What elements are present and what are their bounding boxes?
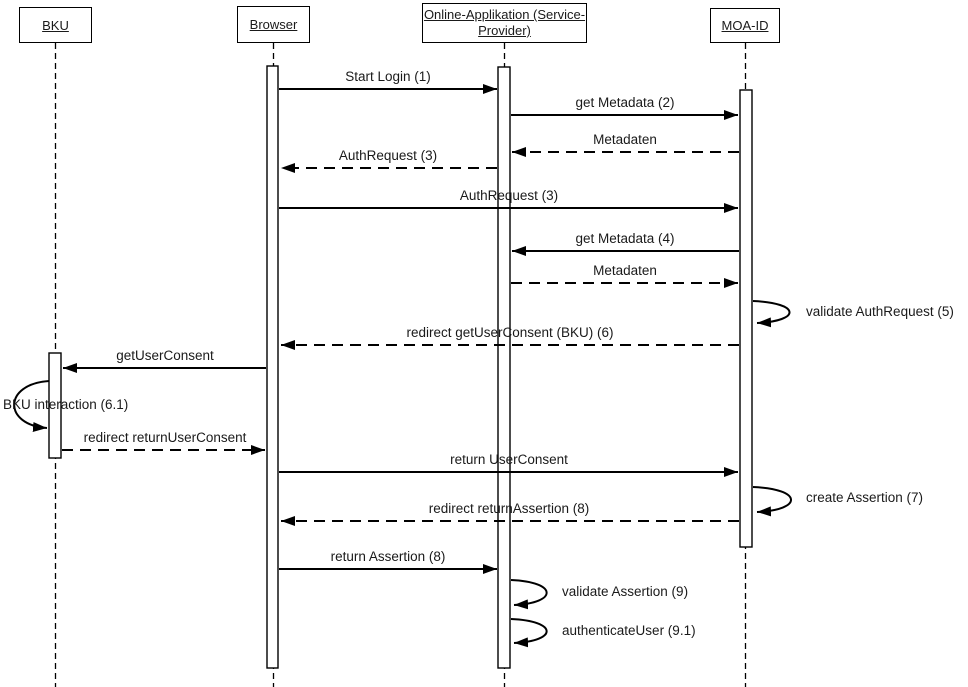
actor-box-moa-id: MOA-ID [710,8,780,43]
actor-box-online-applikation: Online-Applikation (Service- Provider) [422,3,587,43]
activation-bar-moa-id [739,89,753,548]
message-label-validate-authrequest: validate AuthRequest (5) [806,304,954,319]
message-label-get-metadata-4: get Metadata (4) [575,231,675,246]
actor-box-browser: Browser [237,6,310,43]
self-arrow-authenticateuser [510,618,548,648]
message-label-authenticateuser: authenticateUser (9.1) [562,623,696,638]
message-label-redirect-returnuserconsent: redirect returnUserConsent [83,430,247,445]
message-label-bku-interaction: BKU interaction (6.1) [3,397,129,412]
message-label-authrequest-dashed: AuthRequest (3) [338,148,438,163]
message-label-metadaten-2: Metadaten [593,263,657,278]
message-label-redirect-returnassertion: redirect returnAssertion (8) [428,501,590,516]
activation-bar-browser [266,65,279,669]
activation-bar-bku [48,352,62,459]
actor-label-browser: Browser [249,17,298,32]
actor-label-line-2: Provider) [478,23,531,38]
message-label-validate-assertion: validate Assertion (9) [562,584,689,599]
message-label-get-metadata-2: get Metadata (2) [575,95,675,110]
self-arrow-validate-assertion [510,579,548,610]
actor-label-bku: BKU [42,17,69,33]
message-label-return-userconsent: return UserConsent [450,452,568,467]
actor-label-line-1: Online-Applikation (Service- [423,7,586,22]
activation-bar-online-applikation [497,66,511,669]
message-label-create-assertion: create Assertion (7) [806,490,924,505]
actor-label-moa-id: MOA-ID [721,18,769,33]
message-label-redirect-getuserconsent: redirect getUserConsent (BKU) (6) [406,325,614,340]
self-arrow-validate-authrequest [752,300,791,328]
self-arrow-bku-interaction [13,380,50,433]
message-label-start-login: Start Login (1) [345,69,431,84]
message-label-getuserconsent: getUserConsent [116,348,214,363]
actor-box-bku: BKU [19,7,92,43]
actor-label-online-applikation: Online-Applikation (Service- Provider) [424,7,585,39]
message-label-authrequest-solid: AuthRequest (3) [459,188,559,203]
self-arrow-create-assertion [752,486,792,517]
message-label-metadaten-1: Metadaten [593,132,657,147]
message-label-return-assertion: return Assertion (8) [330,549,446,564]
